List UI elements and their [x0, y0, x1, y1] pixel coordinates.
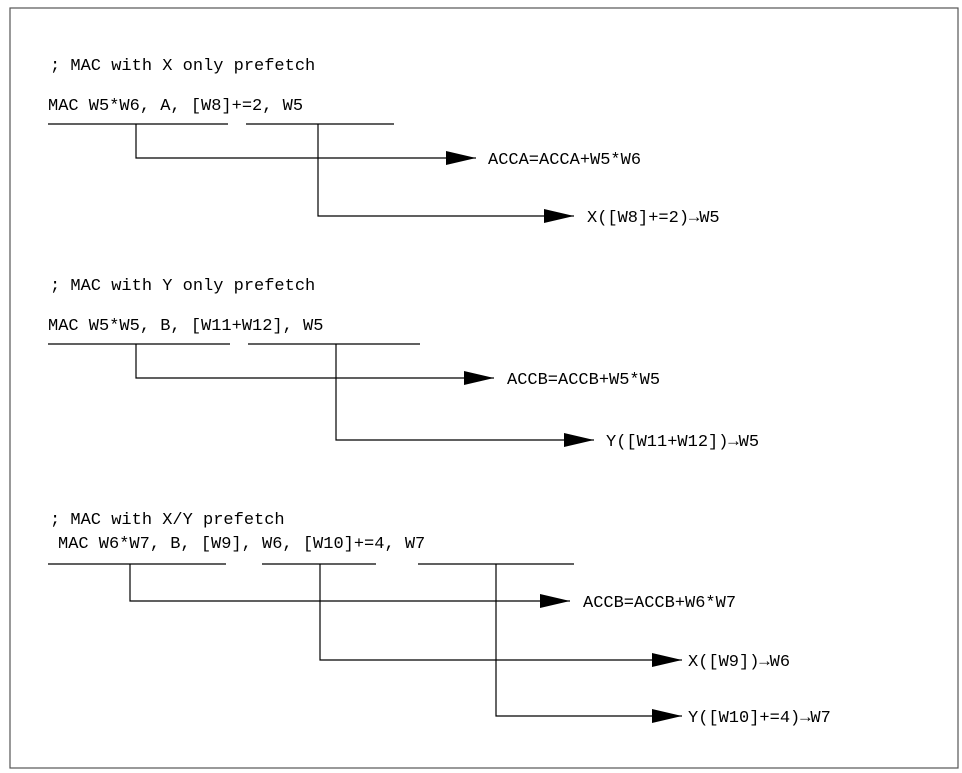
section-1-result-2: X([W8]+=2)→W5: [587, 209, 720, 228]
connector-arrow: [319, 564, 682, 667]
section-3-result-2: X([W9])→W6: [688, 653, 790, 672]
connector-arrow: [135, 344, 494, 385]
connector-arrow: [335, 344, 594, 447]
section-1-comment: ; MAC with X only prefetch: [50, 57, 315, 76]
section-3-result-3: Y([W10]+=4)→W7: [688, 709, 831, 728]
section-2-result-1: ACCB=ACCB+W5*W5: [507, 371, 660, 390]
section-x-prefetch: ; MAC with X only prefetch MAC W5*W6, A,…: [48, 57, 720, 228]
connector-arrow: [135, 124, 476, 165]
section-2-comment: ; MAC with Y only prefetch: [50, 277, 315, 296]
connector-arrow: [129, 564, 570, 608]
section-y-prefetch: ; MAC with Y only prefetch MAC W5*W5, B,…: [48, 277, 759, 452]
section-2-instruction: MAC W5*W5, B, [W11+W12], W5: [48, 317, 323, 336]
section-3-result-1: ACCB=ACCB+W6*W7: [583, 594, 736, 613]
section-2-result-2: Y([W11+W12])→W5: [606, 433, 759, 452]
connector-arrow: [317, 124, 574, 223]
section-3-instruction: MAC W6*W7, B, [W9], W6, [W10]+=4, W7: [58, 535, 425, 554]
section-3-comment: ; MAC with X/Y prefetch: [50, 511, 285, 530]
section-1-instruction: MAC W5*W6, A, [W8]+=2, W5: [48, 97, 303, 116]
connector-arrow: [495, 564, 682, 723]
diagram-frame: [9, 7, 959, 769]
section-1-result-1: ACCA=ACCA+W5*W6: [488, 151, 641, 170]
section-xy-prefetch: ; MAC with X/Y prefetch MAC W6*W7, B, [W…: [48, 511, 831, 728]
